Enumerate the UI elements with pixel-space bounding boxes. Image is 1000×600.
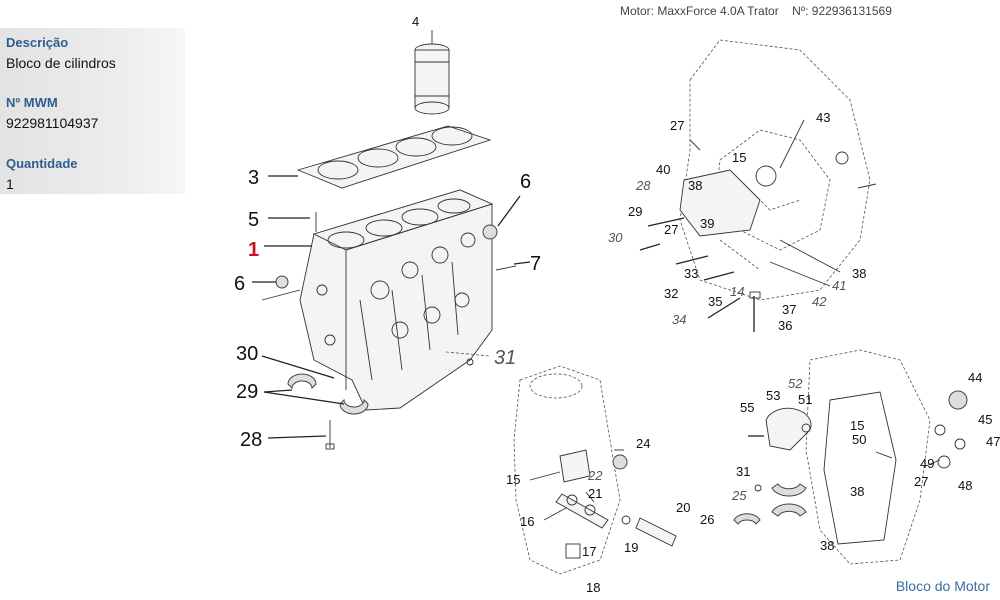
cylinder-block-part[interactable] [264, 189, 494, 411]
label-15-br: 15 [850, 418, 864, 433]
timing-housing-part[interactable] [679, 39, 877, 301]
label-49: 49 [920, 456, 934, 471]
plug-right-part[interactable] [482, 195, 521, 240]
part-info-panel: Descrição Bloco de cilindros Nº MWM 9229… [0, 28, 185, 194]
label-42: 42 [812, 294, 827, 309]
label-6-left: 6 [234, 273, 245, 295]
bloco-do-motor-link[interactable]: Bloco do Motor [895, 578, 990, 594]
label-5: 5 [248, 209, 259, 231]
engine-header: Motor: MaxxForce 4.0A Trator Nº: 9229361… [620, 4, 892, 18]
label-16: 16 [520, 514, 534, 529]
label-51: 51 [798, 392, 812, 407]
label-33: 33 [684, 266, 698, 281]
label-14: 14 [730, 284, 744, 299]
label-26: 26 [700, 512, 714, 527]
label-50: 50 [852, 432, 866, 447]
label-29-top: 29 [628, 204, 642, 219]
label-22: 22 [587, 468, 603, 483]
descricao-value: Bloco de cilindros [6, 55, 116, 71]
label-38-br-a: 38 [850, 484, 864, 499]
label-41: 41 [832, 278, 846, 293]
rear-plate-part[interactable] [733, 349, 968, 565]
label-38-b: 38 [852, 266, 866, 281]
label-1: 1 [248, 239, 259, 261]
head-gasket-part[interactable] [268, 125, 492, 189]
label-44: 44 [968, 370, 982, 385]
label-19: 19 [624, 540, 638, 555]
label-37: 37 [782, 302, 796, 317]
label-38-a: 38 [688, 178, 702, 193]
label-43: 43 [816, 110, 830, 125]
timing-bolts-part[interactable] [639, 119, 841, 332]
label-31-br: 31 [736, 464, 750, 479]
label-47: 47 [986, 434, 1000, 449]
label-15-top: 15 [732, 150, 746, 165]
label-40: 40 [656, 162, 670, 177]
stud-part[interactable] [268, 212, 317, 232]
label-7: 7 [530, 253, 541, 275]
cylinder-liner-part[interactable] [414, 30, 450, 115]
label-52: 52 [788, 376, 803, 391]
main-bolt-part[interactable] [267, 420, 335, 450]
label-21: 21 [588, 486, 602, 501]
label-31: 31 [494, 347, 516, 369]
mwm-value: 922981104937 [6, 115, 99, 131]
label-27-top: 27 [670, 118, 684, 133]
plug-31-part[interactable] [445, 351, 491, 366]
label-38-br-b: 38 [820, 538, 834, 553]
label-6-right: 6 [520, 171, 531, 193]
oil-pump-area-part[interactable] [513, 365, 677, 575]
label-29: 29 [236, 381, 258, 403]
label-48: 48 [958, 478, 972, 493]
label-18: 18 [586, 580, 600, 595]
label-36: 36 [778, 318, 792, 333]
label-32: 32 [664, 286, 678, 301]
label-25: 25 [731, 488, 747, 503]
label-4: 4 [412, 14, 419, 29]
label-27-br: 27 [914, 474, 928, 489]
motor-label: Motor: MaxxForce 4.0A Trator [620, 4, 779, 18]
label-30-top: 30 [608, 230, 623, 245]
label-15-mid: 15 [506, 472, 520, 487]
label-53: 53 [766, 388, 780, 403]
quantidade-value: 1 [6, 176, 14, 192]
label-27-mid: 27 [664, 222, 678, 237]
label-39: 39 [700, 216, 714, 231]
quantidade-label: Quantidade [6, 156, 78, 171]
label-3: 3 [248, 167, 259, 189]
label-24: 24 [636, 436, 650, 451]
bolt-7-part[interactable] [495, 261, 531, 271]
numero-label: Nº: 922936131569 [792, 4, 892, 18]
label-28-top: 28 [635, 178, 651, 193]
label-35: 35 [708, 294, 722, 309]
label-17: 17 [582, 544, 596, 559]
label-34: 34 [672, 312, 686, 327]
mwm-label: Nº MWM [6, 95, 58, 110]
label-55: 55 [740, 400, 754, 415]
label-45: 45 [978, 412, 992, 427]
label-30: 30 [236, 343, 258, 365]
descricao-label: Descrição [6, 35, 69, 50]
label-20: 20 [676, 500, 690, 515]
plug-left-part[interactable] [252, 275, 301, 301]
bearing-shells-part[interactable] [261, 355, 369, 415]
label-28: 28 [240, 429, 262, 451]
